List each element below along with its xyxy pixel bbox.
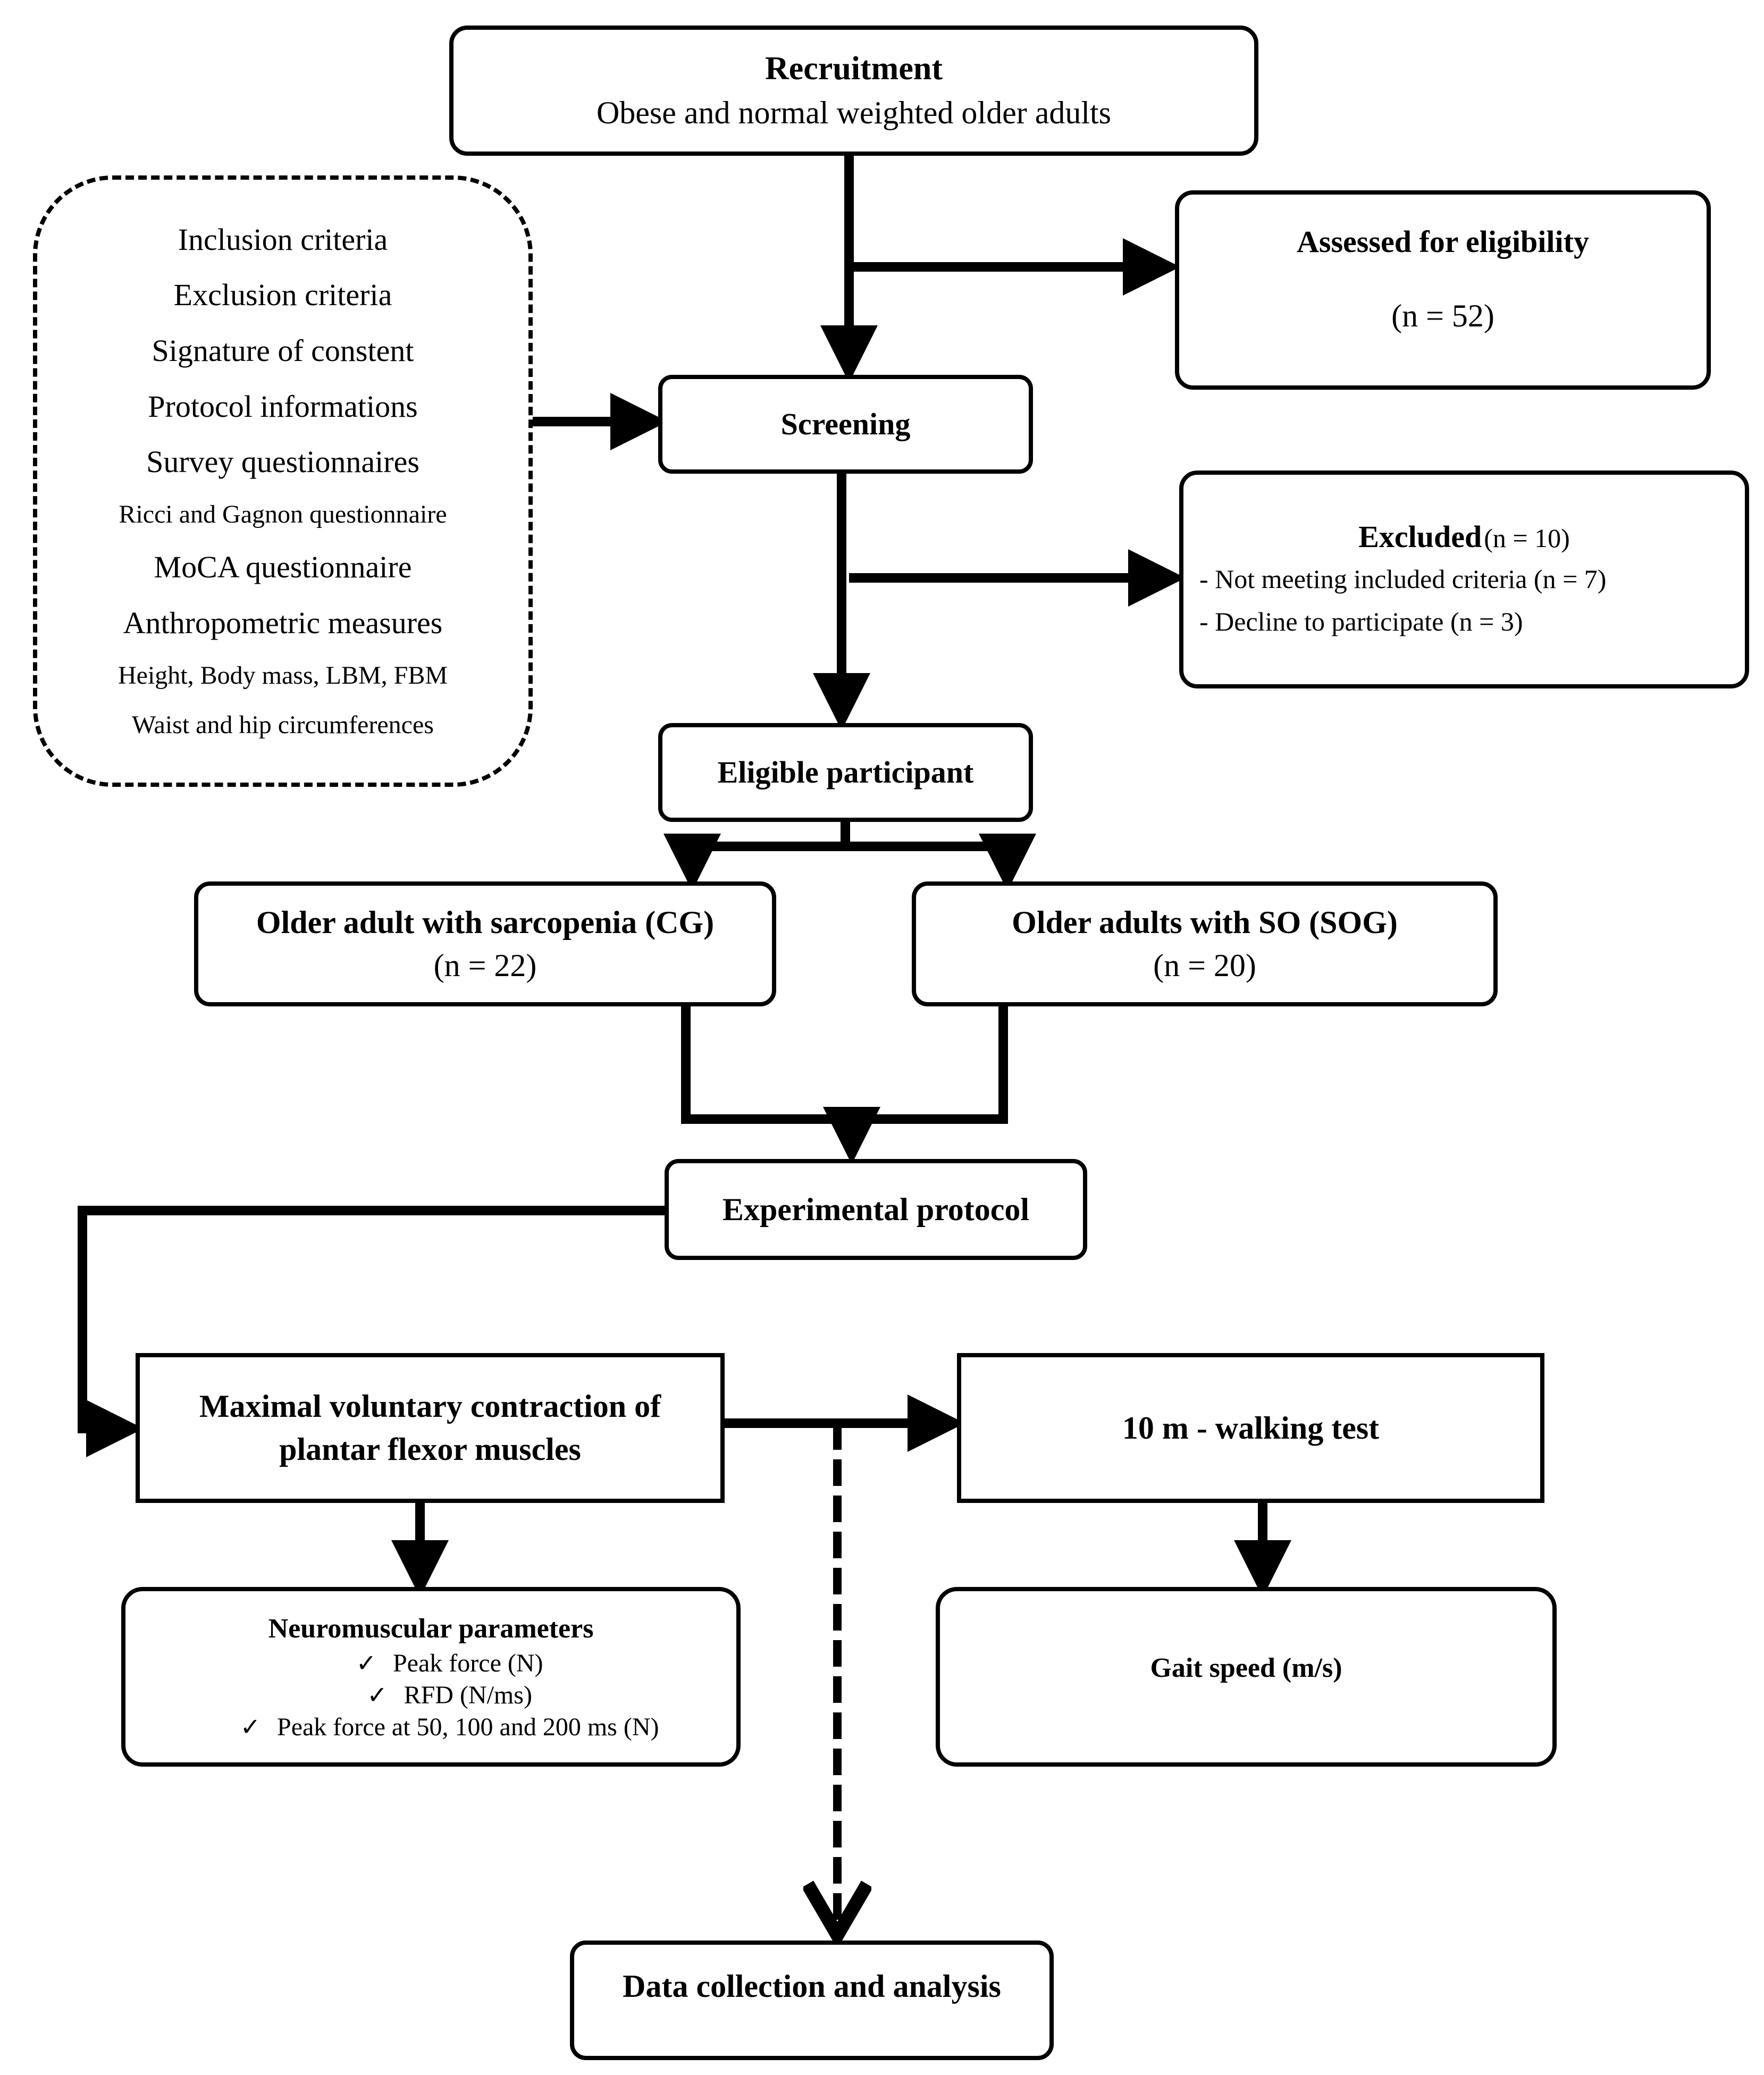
- excluded-count: (n = 10): [1484, 523, 1570, 553]
- eligibility-count: (n = 52): [1391, 298, 1494, 334]
- protocol-title: Experimental protocol: [722, 1191, 1030, 1227]
- mvc-box: Maximal voluntary contraction of plantar…: [136, 1353, 725, 1503]
- group-cg-title: Older adult with sarcopenia (CG): [256, 904, 715, 940]
- eligible-title: Eligible participant: [717, 754, 974, 789]
- excluded-title: Excluded: [1358, 519, 1482, 554]
- walking-box: 10 m - walking test: [957, 1353, 1544, 1503]
- recruitment-title: Recruitment: [765, 51, 943, 87]
- mvc-line2: plantar flexor muscles: [279, 1432, 581, 1467]
- neuromuscular-list: ✓Peak force (N) ✓RFD (N/ms) ✓Peak force …: [125, 1648, 659, 1743]
- group-sog-box: Older adults with SO (SOG) (n = 20): [912, 881, 1498, 1006]
- list-item: ✓ Peak force (N): [224, 1648, 659, 1679]
- screening-item: Ricci and Gagnon questionnaire: [119, 500, 447, 528]
- neuromuscular-item: RFD (N/ms): [404, 1681, 532, 1710]
- neuromuscular-item: Peak force at 50, 100 and 200 ms (N): [277, 1713, 659, 1742]
- list-item: ✓ RFD (N/ms): [224, 1679, 659, 1711]
- screening-item: Anthropometric measures: [123, 606, 443, 641]
- screening-item: Signature of constent: [152, 333, 414, 368]
- excluded-reason: - Not meeting included criteria (n = 7): [1199, 564, 1607, 594]
- edge-protocol-mvc: [78, 1206, 665, 1457]
- group-cg-count: (n = 22): [433, 947, 537, 983]
- recruitment-subtitle: Obese and normal weighted older adults: [596, 95, 1112, 130]
- edge-split-cg: [687, 842, 1012, 880]
- screening-item: Protocol informations: [148, 389, 418, 424]
- group-cg-box: Older adult with sarcopenia (CG) (n = 22…: [194, 881, 776, 1006]
- screening-criteria-list: Inclusion criteria Exclusion criteria Si…: [33, 175, 533, 787]
- list-item: ✓ Peak force at 50, 100 and 200 ms (N): [224, 1711, 659, 1743]
- checkmark-icon: ✓: [367, 1682, 388, 1709]
- data-box: Data collection and analysis: [570, 1940, 1054, 2060]
- neuromuscular-box: Neuromuscular parameters ✓Peak force (N)…: [121, 1587, 741, 1767]
- recruitment-box: Recruitment Obese and normal weighted ol…: [449, 26, 1258, 156]
- data-title: Data collection and analysis: [623, 1969, 1001, 2004]
- excluded-reason: - Decline to participate (n = 3): [1199, 607, 1523, 637]
- excluded-heading: Excluded (n = 10): [1358, 516, 1570, 558]
- checkmark-icon: ✓: [356, 1650, 377, 1677]
- screening-item: Inclusion criteria: [178, 222, 388, 257]
- screening-item: Waist and hip circumferences: [132, 711, 434, 740]
- checkmark-icon: ✓: [240, 1713, 261, 1741]
- neuromuscular-title: Neuromuscular parameters: [268, 1613, 594, 1644]
- gait-title: Gait speed (m/s): [1150, 1653, 1342, 1683]
- eligibility-title: Assessed for eligibility: [1297, 224, 1589, 259]
- gait-box: Gait speed (m/s): [936, 1587, 1557, 1767]
- eligible-box: Eligible participant: [658, 723, 1033, 822]
- mvc-line1: Maximal voluntary contraction of: [199, 1389, 661, 1424]
- walking-title: 10 m - walking test: [1122, 1410, 1380, 1446]
- screening-item: Height, Body mass, LBM, FBM: [117, 661, 448, 690]
- group-sog-title: Older adults with SO (SOG): [1012, 904, 1398, 940]
- screening-item: MoCA questionnaire: [154, 550, 412, 585]
- eligibility-box: Assessed for eligibility (n = 52): [1175, 190, 1711, 390]
- neuromuscular-item: Peak force (N): [392, 1649, 543, 1678]
- screening-item: Exclusion criteria: [173, 278, 392, 313]
- screening-item: Survey questionnaires: [146, 444, 419, 480]
- excluded-box: Excluded (n = 10) - Not meeting included…: [1179, 471, 1749, 688]
- group-sog-count: (n = 20): [1153, 947, 1256, 983]
- edge-groups-merge: [681, 1005, 1008, 1124]
- screening-box: Screening: [658, 375, 1033, 474]
- protocol-box: Experimental protocol: [665, 1159, 1087, 1260]
- screening-title: Screening: [780, 406, 911, 441]
